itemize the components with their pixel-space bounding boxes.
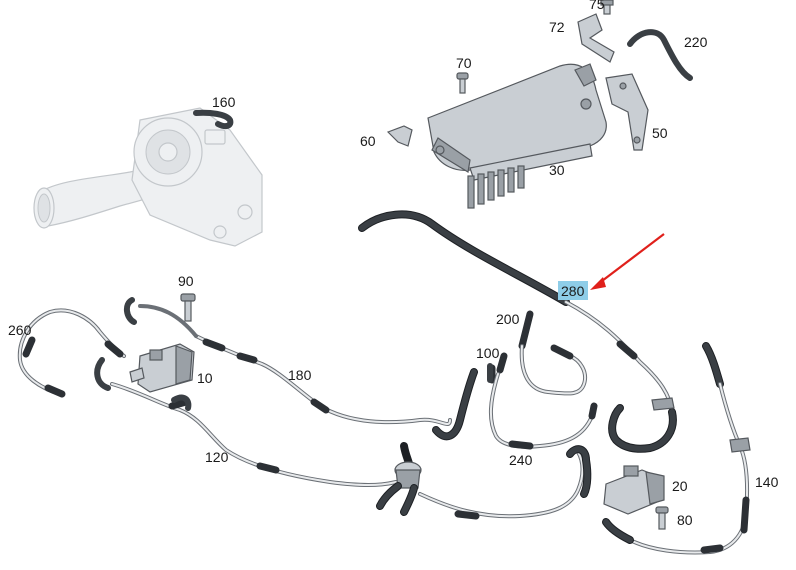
line-140[interactable]: [602, 342, 751, 555]
label-220[interactable]: 220: [684, 34, 708, 50]
pointer-arrow: [590, 233, 665, 290]
label-240[interactable]: 240: [509, 452, 533, 468]
label-10[interactable]: 10: [197, 370, 213, 386]
clip-60[interactable]: [386, 125, 413, 147]
line-180[interactable]: [194, 334, 478, 441]
screw-80[interactable]: [655, 506, 669, 530]
label-280[interactable]: 280: [561, 283, 585, 299]
resonator-30[interactable]: [427, 63, 607, 209]
hose-280[interactable]: [358, 210, 677, 453]
valve-20[interactable]: [603, 465, 665, 515]
line-260[interactable]: [17, 308, 126, 398]
label-160[interactable]: 160: [212, 94, 236, 110]
label-30[interactable]: 30: [549, 162, 565, 178]
line-200[interactable]: [518, 310, 587, 396]
line-near-90[interactable]: [138, 304, 198, 338]
resonator-fins: [467, 165, 525, 209]
label-90[interactable]: 90: [178, 273, 194, 289]
screw-90[interactable]: [180, 293, 196, 322]
hose-near-90[interactable]: [124, 297, 137, 325]
screw-70[interactable]: [456, 72, 469, 94]
bracket-50-hole: [619, 82, 627, 90]
hose-160[interactable]: [193, 109, 234, 130]
label-140[interactable]: 140: [755, 474, 779, 490]
water-pump-ghost: [33, 107, 263, 247]
screw-75[interactable]: [600, 0, 614, 15]
valve-10[interactable]: [129, 343, 195, 393]
label-50[interactable]: 50: [652, 125, 668, 141]
label-20[interactable]: 20: [672, 478, 688, 494]
label-60[interactable]: 60: [360, 133, 376, 149]
bracket-50[interactable]: [605, 73, 649, 151]
highlight-280: [558, 281, 588, 300]
label-72[interactable]: 72: [549, 19, 565, 35]
line-120[interactable]: [94, 357, 398, 487]
label-180[interactable]: 180: [288, 367, 312, 383]
bracket-50-hole-2: [633, 136, 641, 144]
junction-part[interactable]: [376, 442, 422, 516]
label-200[interactable]: 200: [496, 311, 520, 327]
line-junction-right[interactable]: [418, 445, 592, 520]
label-100[interactable]: 100: [476, 345, 500, 361]
bracket-72[interactable]: [577, 13, 615, 63]
label-120[interactable]: 120: [205, 449, 229, 465]
label-260[interactable]: 260: [8, 322, 32, 338]
label-80[interactable]: 80: [677, 512, 693, 528]
line-240[interactable]: [488, 352, 598, 450]
label-70[interactable]: 70: [456, 55, 472, 71]
label-75[interactable]: 75: [589, 0, 605, 12]
hose-220[interactable]: [627, 29, 693, 81]
